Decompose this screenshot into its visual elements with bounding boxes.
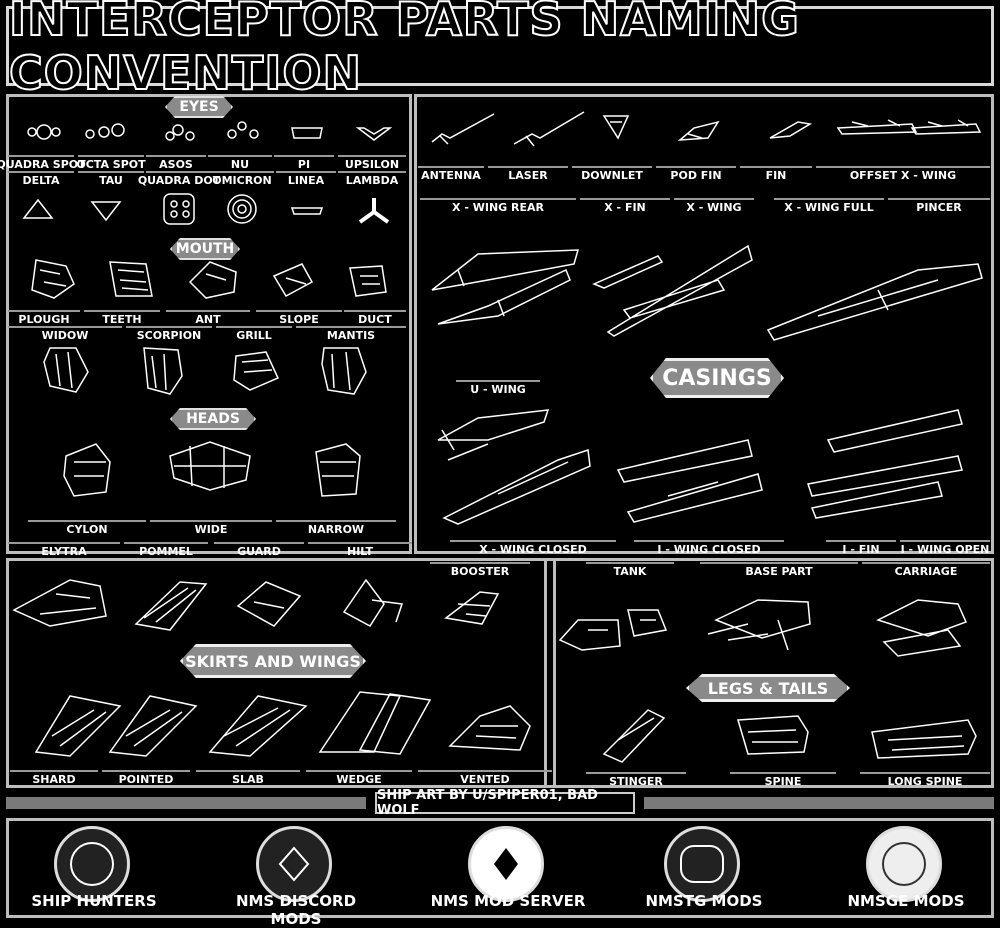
footer-nmstg-mods[interactable]: NMSTG MODS [624,826,784,918]
nmsge-mods-logo [866,826,942,902]
right-top-panel [414,94,994,554]
credit-text: SHIP ART BY U/SPIPER01, BAD WOLF [375,788,635,818]
right-mid-icons [558,599,968,657]
nmstg-mods-logo [664,826,740,902]
credit-bar: SHIP ART BY U/SPIPER01, BAD WOLF [0,788,1000,818]
booster-label: BOOSTER [430,562,530,578]
skirts-header: SKIRTS AND WINGS [180,644,366,678]
mouth-icons [31,259,387,299]
top-parts-icons [431,111,982,147]
footer-nms-mod-server[interactable]: NMS MOD SERVER [428,826,588,918]
ship-hunters-logo [54,826,130,902]
mouth-header: MOUTH [170,238,240,260]
footer-nms-discord-mods[interactable]: NMS DISCORD MODS [216,826,376,928]
legs-header: LEGS & TAILS [686,674,850,702]
page-title: INTERCEPTOR PARTS NAMING CONVENTION [6,0,994,101]
footer-ship-hunters[interactable]: SHIP HUNTERS [14,826,174,918]
nms-mod-server-logo [468,826,544,902]
eyes-header: EYES [165,96,233,118]
skirts-panel [6,558,556,788]
eyes-row1-icons [27,121,393,141]
skirts-bottom-icons [34,691,531,757]
u-wing-label: U - WING [456,380,540,396]
footer-nmsge-mods[interactable]: NMSGE MODS [826,826,986,918]
skirts-top-icons [12,578,500,631]
casings-bottom-icons [437,409,963,525]
legs-icons [602,709,977,763]
eyes-row2-icons [22,193,390,225]
heads-header: HEADS [170,408,256,430]
footer-panel [6,818,994,918]
right-bottom-panel [544,558,994,788]
casings-top-icons [431,244,983,341]
mouth-row2-icons [43,347,367,395]
nms-discord-mods-logo [256,826,332,902]
heads-icons [63,441,361,497]
casings-header: CASINGS [650,358,784,398]
left-panel [6,94,412,554]
